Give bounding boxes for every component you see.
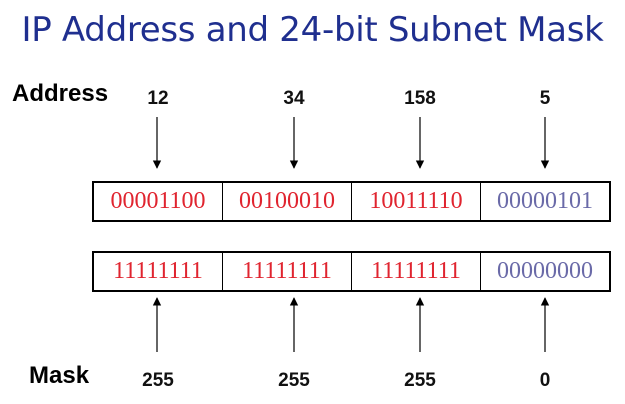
mask-octet-2: 255: [278, 370, 310, 391]
mask-octet-3: 255: [404, 370, 436, 391]
address-binary-2: 00100010: [223, 183, 352, 220]
address-octet-2: 34: [283, 88, 305, 109]
page-title: IP Address and 24-bit Subnet Mask: [21, 10, 604, 50]
mask-binary-4: 00000000: [497, 258, 593, 284]
address-binary-3: 10011110: [352, 183, 481, 220]
mask-binary-2: 11111111: [223, 253, 352, 290]
mask-label: Mask: [29, 362, 90, 389]
address-octet-3: 158: [404, 88, 436, 109]
mask-octet-4: 0: [539, 370, 551, 391]
address-label: Address: [12, 80, 109, 107]
mask-octet-1: 255: [142, 370, 174, 391]
address-binary-4: 00000101: [497, 188, 593, 214]
mask-binary-row: 11111111 11111111 11111111 00000000: [92, 251, 611, 292]
address-octet-4: 5: [539, 88, 551, 109]
mask-binary-1: 11111111: [94, 253, 223, 290]
address-binary-1: 00001100: [94, 183, 223, 220]
address-binary-row: 00001100 00100010 10011110 00000101: [92, 181, 611, 222]
address-octet-1: 12: [147, 88, 169, 109]
mask-binary-3: 11111111: [352, 253, 481, 290]
